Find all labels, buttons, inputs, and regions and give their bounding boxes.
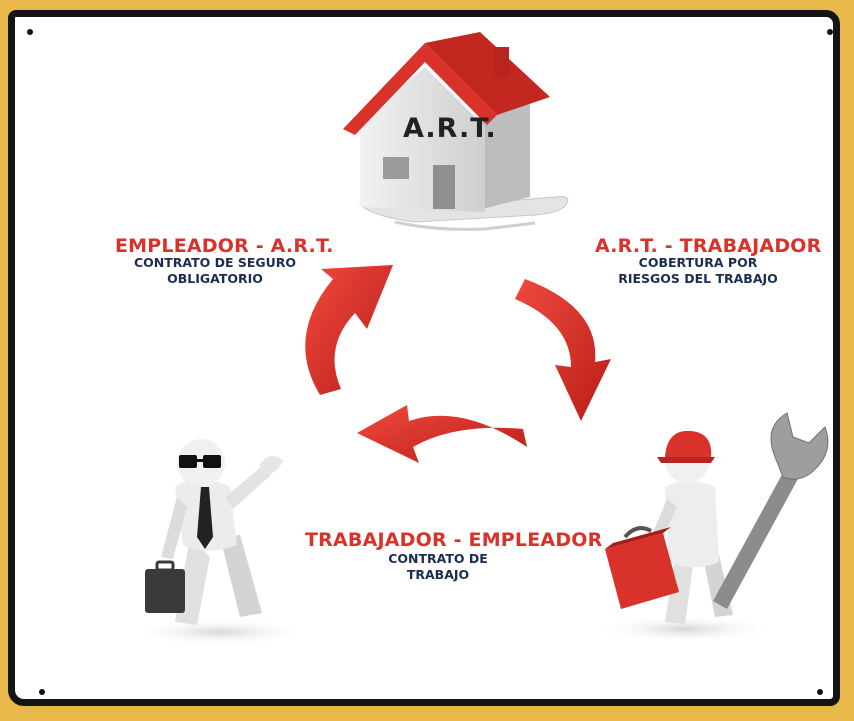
pin-bottom-left	[39, 689, 45, 695]
toolbox-icon	[605, 526, 679, 609]
diagram-frame: A.R.T. EMPLEADOR - A.R.T. CONTRATO DE SE…	[8, 10, 840, 706]
pin-top-right	[827, 29, 833, 35]
relation-worker-employer-description: CONTRATO DE TRABAJO	[355, 551, 521, 583]
arrow-bottom-left	[357, 405, 527, 463]
house-label: A.R.T.	[403, 113, 497, 144]
relation-art-worker-title: A.R.T. - TRABAJADOR	[595, 235, 822, 257]
businessman-icon	[130, 439, 310, 646]
arrow-right-down	[515, 279, 611, 421]
wrench-icon	[713, 412, 829, 609]
relation-employer-art-description: CONTRATO DE SEGURO OBLIGATORIO	[111, 255, 319, 287]
pin-bottom-right	[817, 689, 823, 695]
relation-art-worker-line2: RIESGOS DEL TRABAJO	[618, 271, 778, 286]
diagram-art	[130, 32, 829, 646]
arrow-left-up	[305, 265, 393, 395]
house-icon	[343, 32, 569, 231]
relation-employer-art-line1: CONTRATO DE SEGURO	[133, 255, 297, 270]
relation-employer-art-title: EMPLEADOR - A.R.T.	[115, 235, 334, 257]
relation-worker-employer-line2: TRABAJO	[406, 567, 470, 582]
pin-top-left	[27, 29, 33, 35]
relation-employer-art-line2: OBLIGATORIO	[167, 271, 263, 286]
relation-art-worker-line1: COBERTURA POR	[638, 255, 758, 270]
relation-art-worker-description: COBERTURA POR RIESGOS DEL TRABAJO	[597, 255, 799, 287]
relation-worker-employer-title: TRABAJADOR - EMPLEADOR	[305, 529, 603, 551]
relation-worker-employer-line1: CONTRATO DE	[388, 551, 488, 566]
briefcase-icon	[145, 560, 185, 613]
